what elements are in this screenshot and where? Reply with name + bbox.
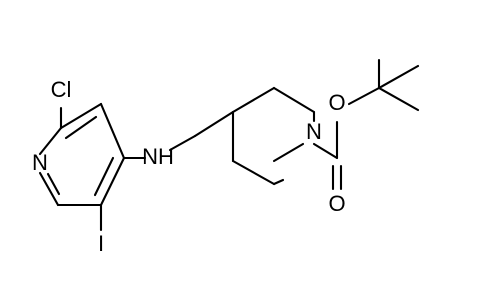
tbutyl-right-bond-1 bbox=[377, 64, 420, 90]
amine-label: NH bbox=[142, 144, 174, 169]
piperidine-bond-4 bbox=[231, 86, 276, 114]
piperidine-bond-7 bbox=[272, 142, 305, 163]
pyridine-bond-2 bbox=[99, 102, 126, 160]
pyridine-double-3 bbox=[46, 172, 61, 196]
ch2-to-piperidine-bond bbox=[193, 110, 235, 138]
carbonyl-oxygen-label: O bbox=[328, 191, 345, 216]
pyridine-bond-6 bbox=[38, 126, 63, 156]
nh-to-ch2-bond bbox=[168, 134, 197, 152]
piperidine-bond-3 bbox=[272, 178, 285, 186]
ester-oxygen-label: O bbox=[328, 90, 345, 115]
pyridine-bond-5 bbox=[38, 171, 60, 207]
pyridine-nitrogen-label: N bbox=[32, 150, 48, 175]
piperidine-nitrogen-label: N bbox=[306, 119, 322, 144]
piperidine-bond-5 bbox=[272, 86, 316, 114]
pyridine-bond-1 bbox=[59, 102, 103, 130]
tbutyl-right-bond-2 bbox=[377, 86, 420, 112]
piperidine-bond-2 bbox=[231, 159, 276, 186]
chlorine-label: Cl bbox=[51, 77, 72, 102]
pyridine-double-1 bbox=[64, 115, 98, 140]
n-to-carbonyl-bond bbox=[312, 142, 339, 160]
oxygen-to-tbutyl-bond bbox=[347, 86, 381, 106]
pyridine-bond-3 bbox=[99, 156, 126, 207]
iodine-label: I bbox=[98, 231, 104, 256]
pyridine-double-2 bbox=[93, 156, 115, 197]
